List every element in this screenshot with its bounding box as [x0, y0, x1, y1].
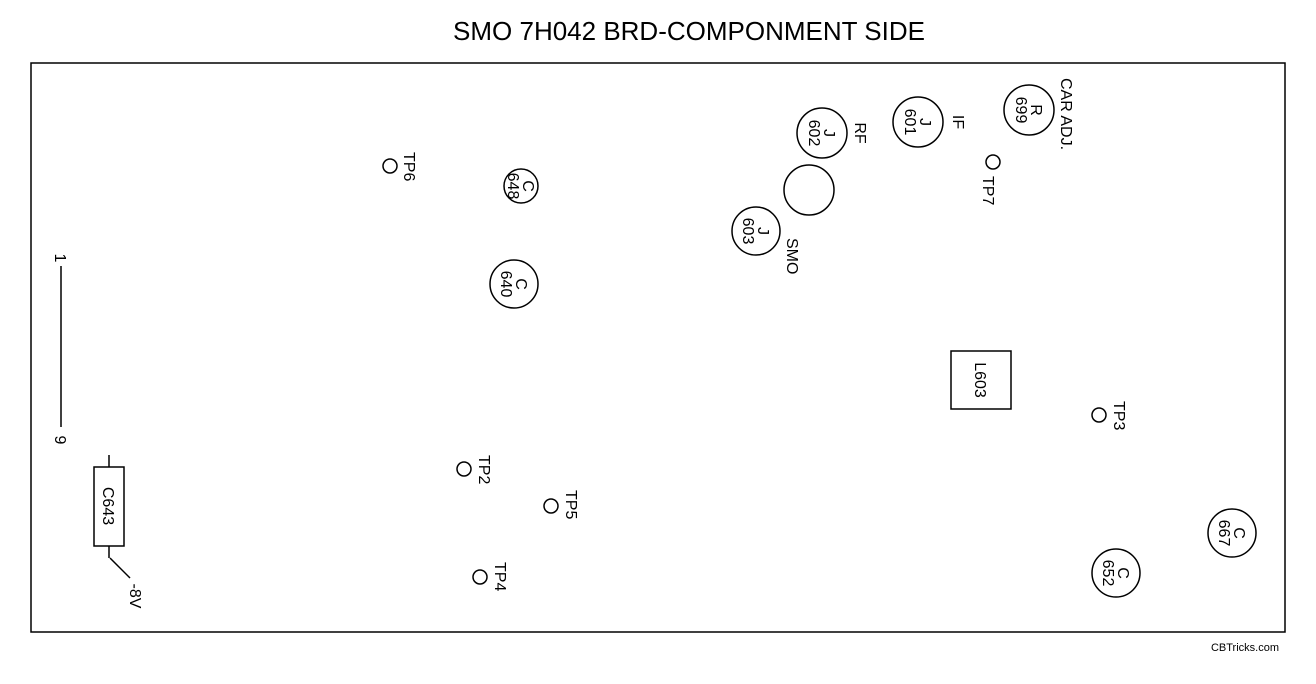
- j603-name: SMO: [783, 238, 800, 274]
- c640-num: 640: [497, 271, 514, 298]
- tp6-label: TP6: [400, 152, 417, 181]
- j601-num: 601: [901, 109, 918, 136]
- test-point-tp2: TP2: [456, 455, 492, 484]
- c652-num: 652: [1099, 560, 1116, 587]
- j603-ref: J: [754, 227, 771, 235]
- capacitor-c643: C643 -8V: [93, 455, 143, 609]
- watermark: CBTricks.com: [1211, 642, 1279, 654]
- j602-ref: J: [820, 129, 837, 137]
- j601-name: IF: [949, 115, 966, 129]
- j602-name: RF: [851, 122, 868, 144]
- r699-ref: R: [1027, 104, 1044, 116]
- unlabeled-circle: [783, 164, 835, 216]
- c652-ref: C: [1114, 567, 1131, 579]
- test-point-tp4: TP4: [472, 562, 508, 591]
- tp2-label: TP2: [475, 455, 492, 484]
- tp7-label: TP7: [979, 176, 996, 205]
- inductor-l603: L603: [950, 350, 1012, 410]
- c667-num: 667: [1215, 520, 1232, 547]
- c640-ref: C: [512, 278, 529, 290]
- c643-voltage: -8V: [126, 584, 143, 609]
- r699-name: CAR ADJ.: [1057, 78, 1074, 150]
- test-point-tp5: TP5: [543, 490, 579, 519]
- test-point-tp3: TP3: [1091, 401, 1127, 430]
- j603-num: 603: [739, 218, 756, 245]
- connector-pin-1: 1: [51, 254, 68, 263]
- r699-num: 699: [1012, 97, 1029, 124]
- c648-num: 648: [504, 173, 521, 200]
- c667-ref: C: [1230, 527, 1247, 539]
- j601-ref: J: [916, 118, 933, 126]
- board-outline: [30, 62, 1286, 633]
- test-point-tp7: TP7: [979, 154, 1001, 205]
- tp4-label: TP4: [491, 562, 508, 591]
- tp5-label: TP5: [562, 490, 579, 519]
- connector-pin-9: 9: [51, 436, 68, 445]
- diagram-title: SMO 7H042 BRD-COMPONMENT SIDE: [453, 16, 925, 46]
- c643-label: C643: [99, 487, 116, 525]
- tp3-label: TP3: [1110, 401, 1127, 430]
- c648-ref: C: [519, 180, 536, 192]
- j602-num: 602: [805, 120, 822, 147]
- l603-label: L603: [971, 362, 988, 398]
- test-point-tp6: TP6: [382, 152, 417, 181]
